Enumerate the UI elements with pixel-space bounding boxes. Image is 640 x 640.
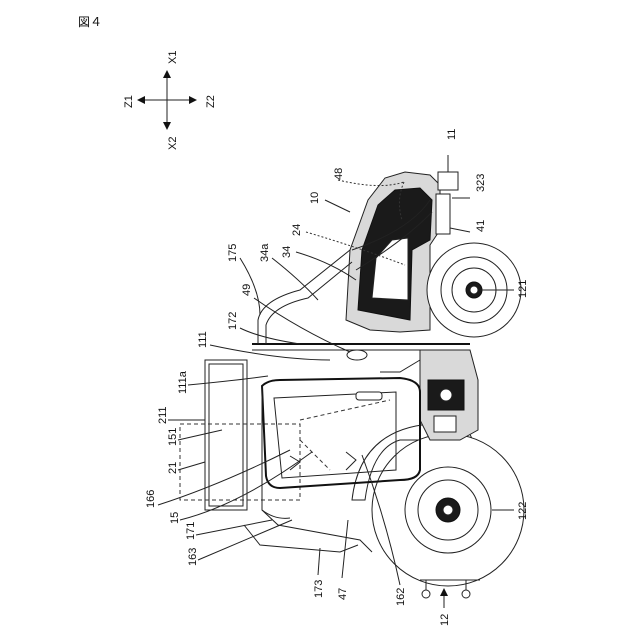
label-15: 15 — [169, 512, 181, 524]
label-173: 173 — [313, 580, 325, 598]
arrowhead-up — [163, 70, 171, 78]
caster-wheel-left — [422, 590, 430, 598]
rear-wheel-hub-center — [470, 286, 478, 294]
label-49: 49 — [241, 284, 253, 296]
label-151: 151 — [167, 428, 179, 446]
figure-title: 図４ — [78, 15, 102, 29]
direction-z1: Z1 — [123, 95, 135, 108]
steering-column — [436, 194, 450, 234]
front-wheel-hub-center — [443, 505, 453, 515]
label-111a: 111a — [177, 370, 189, 394]
label-323: 323 — [475, 174, 487, 192]
label-47: 47 — [337, 588, 349, 600]
label-121: 121 — [517, 280, 529, 298]
arrowhead-down — [163, 122, 171, 130]
leader-21 — [178, 462, 205, 470]
frame-panel — [274, 392, 396, 478]
frame-bracket-left — [290, 456, 300, 470]
label-41: 41 — [475, 220, 487, 232]
arrowhead-left — [137, 96, 145, 104]
frame-dashed-2 — [300, 440, 330, 470]
leader-171 — [196, 520, 272, 535]
arrowhead-right — [189, 96, 197, 104]
label-171: 171 — [185, 522, 197, 540]
drive-bracket — [434, 416, 456, 432]
label-12: 12 — [439, 614, 451, 626]
direction-indicator: X1 X2 Z1 Z2 — [123, 51, 217, 150]
drive-cluster — [380, 350, 478, 440]
leader-34a — [272, 258, 318, 300]
label-21: 21 — [167, 462, 179, 474]
leader-41 — [450, 228, 470, 232]
frame-handle — [356, 392, 382, 400]
direction-z2: Z2 — [205, 95, 217, 108]
label-172: 172 — [227, 312, 239, 330]
label-166: 166 — [145, 490, 157, 508]
direction-x1: X1 — [167, 51, 179, 64]
label-211: 211 — [157, 406, 169, 424]
label-11: 11 — [446, 129, 458, 140]
leader-10 — [325, 200, 350, 212]
label-48: 48 — [333, 168, 345, 180]
leader-111 — [210, 345, 330, 360]
label-34: 34 — [281, 246, 293, 258]
frame-dashed-1 — [300, 400, 390, 420]
label-34a: 34a — [259, 243, 271, 262]
label-163: 163 — [187, 548, 199, 566]
drive-gear — [440, 389, 452, 401]
caster-wheel-right — [462, 590, 470, 598]
label-175: 175 — [227, 244, 239, 262]
drive-link — [380, 360, 420, 372]
rail-175 — [258, 250, 350, 344]
direction-x2: X2 — [167, 137, 179, 150]
label-162: 162 — [395, 588, 407, 606]
lower-frame-rail — [262, 386, 372, 552]
label-111: 111 — [197, 331, 209, 348]
steering-column-top — [438, 172, 458, 190]
front-wheel-122 — [352, 424, 524, 586]
leader-172 — [240, 328, 300, 344]
leader-173 — [318, 548, 320, 575]
frame-bracket-right — [346, 452, 356, 470]
label-24: 24 — [291, 224, 303, 236]
label-10: 10 — [309, 192, 321, 204]
label-122: 122 — [517, 502, 529, 520]
arrowhead-12 — [440, 588, 448, 596]
